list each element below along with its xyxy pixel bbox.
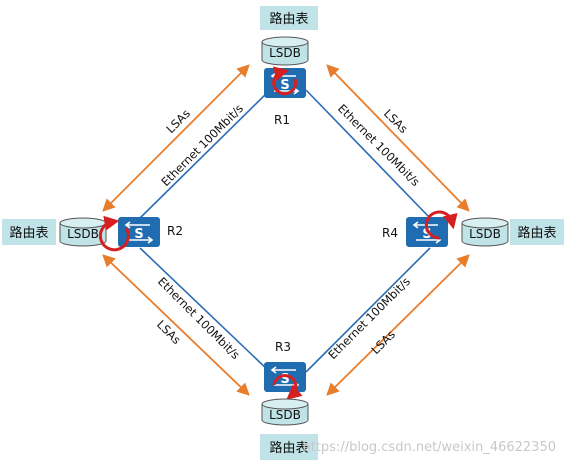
routing-table-r3: 路由表	[260, 434, 318, 460]
link-label-r1-r2: Ethernet 100Mbit/s	[158, 101, 246, 189]
routing-table-label: 路由表	[9, 225, 48, 241]
router-r1: S	[264, 66, 306, 98]
routing-table-label: 路由表	[269, 11, 308, 27]
switch-icon: S	[280, 372, 289, 387]
routing-table-r2: 路由表	[2, 219, 56, 245]
lsdb-r3: LSDB	[261, 398, 309, 426]
link-label-r1-r4: Ethernet 100Mbit/s	[335, 101, 423, 189]
spf-loop-icon	[424, 210, 458, 240]
router-r4: S	[406, 210, 458, 247]
lsa-arrow-r1-r2	[102, 64, 250, 212]
lsdb-r4: LSDB	[461, 217, 509, 247]
lsdb-label: LSDB	[67, 227, 99, 241]
lsdb-r2: LSDB	[59, 217, 107, 247]
router-name-r1: R1	[274, 113, 290, 127]
router-r2: S	[98, 215, 160, 252]
router-name-r3: R3	[275, 340, 291, 354]
lsdb-label: LSDB	[269, 46, 301, 60]
link-r1-r4	[305, 89, 431, 219]
lsa-label-r1-r2: LSAs	[163, 106, 193, 136]
lsdb-label: LSDB	[469, 227, 501, 241]
lsa-arrow-r1-r4	[326, 64, 470, 212]
switch-icon: S	[422, 227, 431, 242]
lsdb-r1: LSDB	[261, 36, 309, 66]
lsa-label-r4-r3: LSAs	[368, 327, 398, 357]
switch-icon: S	[134, 227, 143, 242]
watermark: https://blog.csdn.net/weixin_46622350	[302, 440, 556, 455]
spf-loop-icon	[272, 374, 303, 400]
lsdb-label: LSDB	[269, 408, 301, 422]
routing-table-r1: 路由表	[260, 6, 318, 30]
router-r3: S	[264, 362, 306, 400]
router-name-r4: R4	[382, 226, 398, 240]
switch-icon: S	[280, 78, 289, 93]
routing-table-r4: 路由表	[510, 219, 564, 245]
lsa-label-r1-r4: LSAs	[381, 106, 411, 136]
routing-table-label: 路由表	[269, 440, 308, 456]
routing-table-label: 路由表	[517, 225, 556, 241]
lsa-label-r2-r3: LSAs	[154, 317, 184, 347]
lsa-arrow-r4-r3	[326, 254, 470, 396]
spf-loop-icon	[98, 215, 130, 252]
lsa-arrow-r2-r3	[102, 254, 250, 396]
spf-loop-icon	[272, 66, 298, 96]
router-name-r2: R2	[167, 224, 183, 238]
